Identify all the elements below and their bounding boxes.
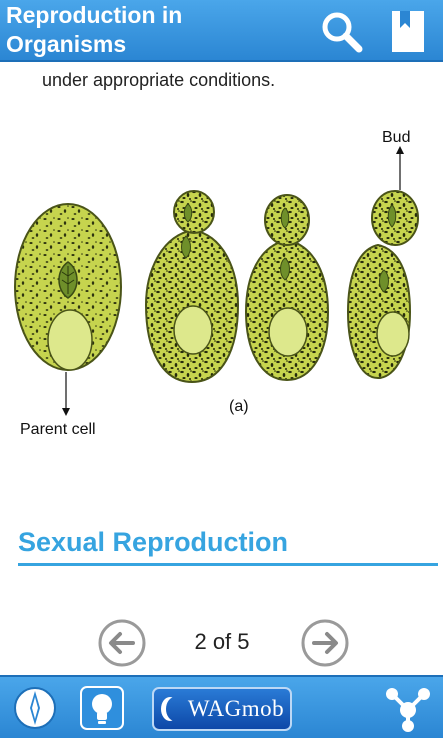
bud-arrowhead xyxy=(396,146,404,154)
moon-icon xyxy=(166,697,184,721)
share-button[interactable] xyxy=(384,686,432,732)
brand-name: WAGmob xyxy=(187,696,285,721)
section-divider xyxy=(18,563,438,566)
budding-figure: Bud Parent cell (a) xyxy=(0,120,443,450)
budding-cell-stage-2 xyxy=(244,194,330,382)
yeast-budding-diagram: Bud Parent cell (a) xyxy=(14,129,419,438)
budding-cell-stage-3 xyxy=(346,190,419,380)
previous-page-button[interactable] xyxy=(97,618,147,668)
bookmark-icon xyxy=(392,11,424,52)
page-title: Reproduction in Organisms xyxy=(6,2,183,57)
section-title: Sexual Reproduction xyxy=(18,527,289,557)
figure-caption: (a) xyxy=(229,398,249,415)
page-indicator: 2 of 5 xyxy=(194,629,250,654)
arrow-left-icon xyxy=(98,619,146,667)
footer-bar: WAGmob xyxy=(0,675,443,738)
budding-cell-stage-1 xyxy=(144,190,240,384)
bookmark-button[interactable] xyxy=(386,8,432,54)
parent-arrowhead xyxy=(62,408,70,416)
bud-label: Bud xyxy=(382,129,410,146)
parent-cell xyxy=(14,203,122,371)
arrow-right-icon xyxy=(301,619,349,667)
share-icon xyxy=(386,688,430,732)
header-bar: Reproduction in Organisms xyxy=(0,0,443,62)
intro-text: under appropriate conditions. xyxy=(42,70,276,90)
compass-icon xyxy=(14,687,56,729)
search-icon xyxy=(322,12,363,53)
search-button[interactable] xyxy=(318,8,364,54)
compass-button[interactable] xyxy=(12,685,58,731)
lightbulb-icon xyxy=(80,686,124,730)
tips-button[interactable] xyxy=(80,686,124,730)
next-page-button[interactable] xyxy=(300,618,350,668)
parent-cell-label: Parent cell xyxy=(20,421,96,438)
wagmob-logo-button[interactable]: WAGmob xyxy=(152,687,292,731)
pager: 2 of 5 xyxy=(0,615,443,671)
